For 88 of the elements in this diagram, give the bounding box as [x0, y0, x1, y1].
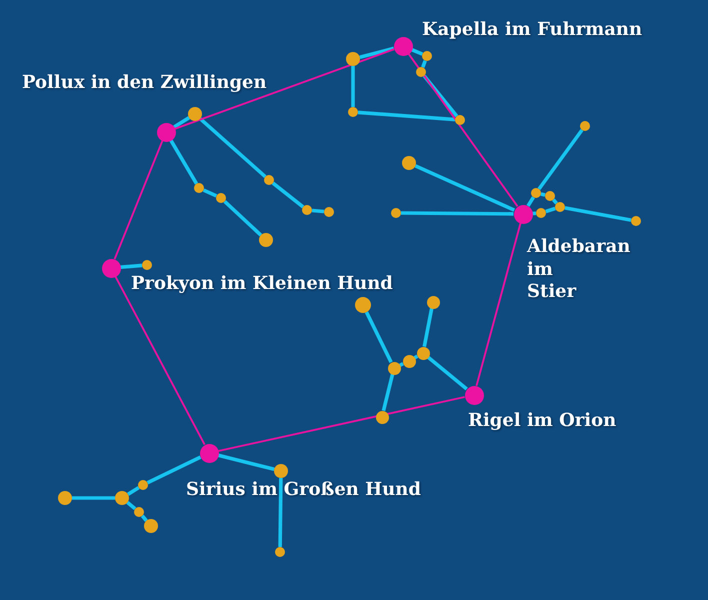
constellation-line	[173, 116, 190, 129]
constellation-line	[540, 192, 546, 197]
star-dot	[531, 188, 541, 198]
star-dot	[324, 207, 334, 217]
constellation-line	[364, 311, 393, 363]
star-dot	[391, 208, 401, 218]
constellation-line	[421, 60, 427, 68]
star-dot	[348, 107, 358, 117]
bright-star-dot	[394, 36, 412, 56]
bright-star-dot	[464, 386, 484, 404]
star-dot	[536, 208, 546, 218]
star-dot	[455, 115, 465, 125]
star-dot	[194, 183, 204, 193]
constellation-line	[358, 110, 456, 122]
bright-star-dot	[200, 444, 218, 462]
star-dot	[138, 480, 148, 490]
hexagon-line	[114, 276, 206, 446]
constellation-line	[120, 264, 142, 269]
constellation-line	[140, 514, 148, 522]
star-dot	[144, 519, 158, 533]
constellation-line	[359, 46, 394, 59]
star-dot	[376, 410, 388, 424]
star-dot	[142, 260, 152, 270]
constellation-line	[400, 211, 514, 216]
constellation-line	[564, 206, 632, 222]
star-name-label: Aldebaran im Stier	[527, 236, 630, 304]
star-dot	[545, 191, 555, 201]
hexagon-line	[476, 222, 522, 386]
hexagon-line	[114, 140, 164, 260]
star-dot	[274, 464, 288, 478]
star-name-label: Kapella im Fuhrmann	[422, 19, 642, 42]
constellation-line	[202, 188, 218, 198]
hexagon-line	[218, 396, 465, 452]
star-dot	[402, 354, 416, 368]
constellation-line	[126, 501, 136, 510]
star-dot	[416, 67, 426, 77]
star-dot	[555, 202, 565, 212]
star-name-label: Prokyon im Kleinen Hund	[131, 273, 393, 296]
constellation-line	[127, 486, 140, 496]
star-dot	[631, 216, 641, 226]
constellation-line	[399, 362, 404, 367]
hexagon-line	[408, 53, 518, 207]
constellation-line	[532, 212, 536, 216]
star-dot	[275, 547, 285, 557]
constellation-line	[422, 74, 458, 118]
star-dot	[388, 362, 400, 374]
constellation-line	[218, 454, 275, 472]
star-dot	[134, 507, 144, 517]
star-dot	[115, 491, 129, 505]
constellation-line	[411, 48, 424, 56]
star-dot	[216, 193, 226, 203]
star-dot	[58, 491, 72, 505]
star-name-label: Sirius im Großen Hund	[186, 479, 421, 502]
constellation-line	[223, 200, 262, 237]
star-name-label: Rigel im Orion	[468, 410, 616, 432]
constellation-line	[199, 117, 266, 178]
constellation-line	[545, 206, 556, 214]
constellation-line	[414, 354, 418, 360]
constellation-line	[414, 164, 516, 212]
star-dot	[416, 346, 430, 360]
constellation-line	[552, 198, 558, 204]
constellation-line	[146, 455, 202, 484]
hexagon-line	[174, 48, 394, 130]
star-name-label: Pollux in den Zwillingen	[22, 72, 267, 94]
constellation-line	[382, 374, 394, 412]
star-dot	[402, 156, 416, 170]
constellation-line	[351, 66, 355, 107]
constellation-line	[72, 496, 115, 500]
constellation-line	[538, 128, 584, 190]
star-dot	[302, 205, 312, 215]
constellation-line	[278, 478, 283, 548]
constellation-line	[272, 182, 304, 208]
constellation-line	[312, 208, 324, 214]
star-dot	[422, 51, 432, 61]
star-dot	[264, 175, 274, 185]
star-dot	[355, 297, 371, 313]
constellation-line	[422, 308, 434, 347]
bright-star-dot	[156, 122, 176, 142]
star-dot	[426, 296, 440, 308]
star-dot	[346, 52, 360, 66]
constellation-line	[426, 356, 468, 390]
constellation-line	[169, 139, 198, 185]
star-dot	[580, 121, 590, 131]
bright-star-dot	[102, 258, 120, 278]
star-dot	[259, 233, 273, 247]
constellation-line	[526, 196, 535, 207]
star-dot	[188, 107, 202, 121]
bright-star-dot	[514, 204, 532, 224]
